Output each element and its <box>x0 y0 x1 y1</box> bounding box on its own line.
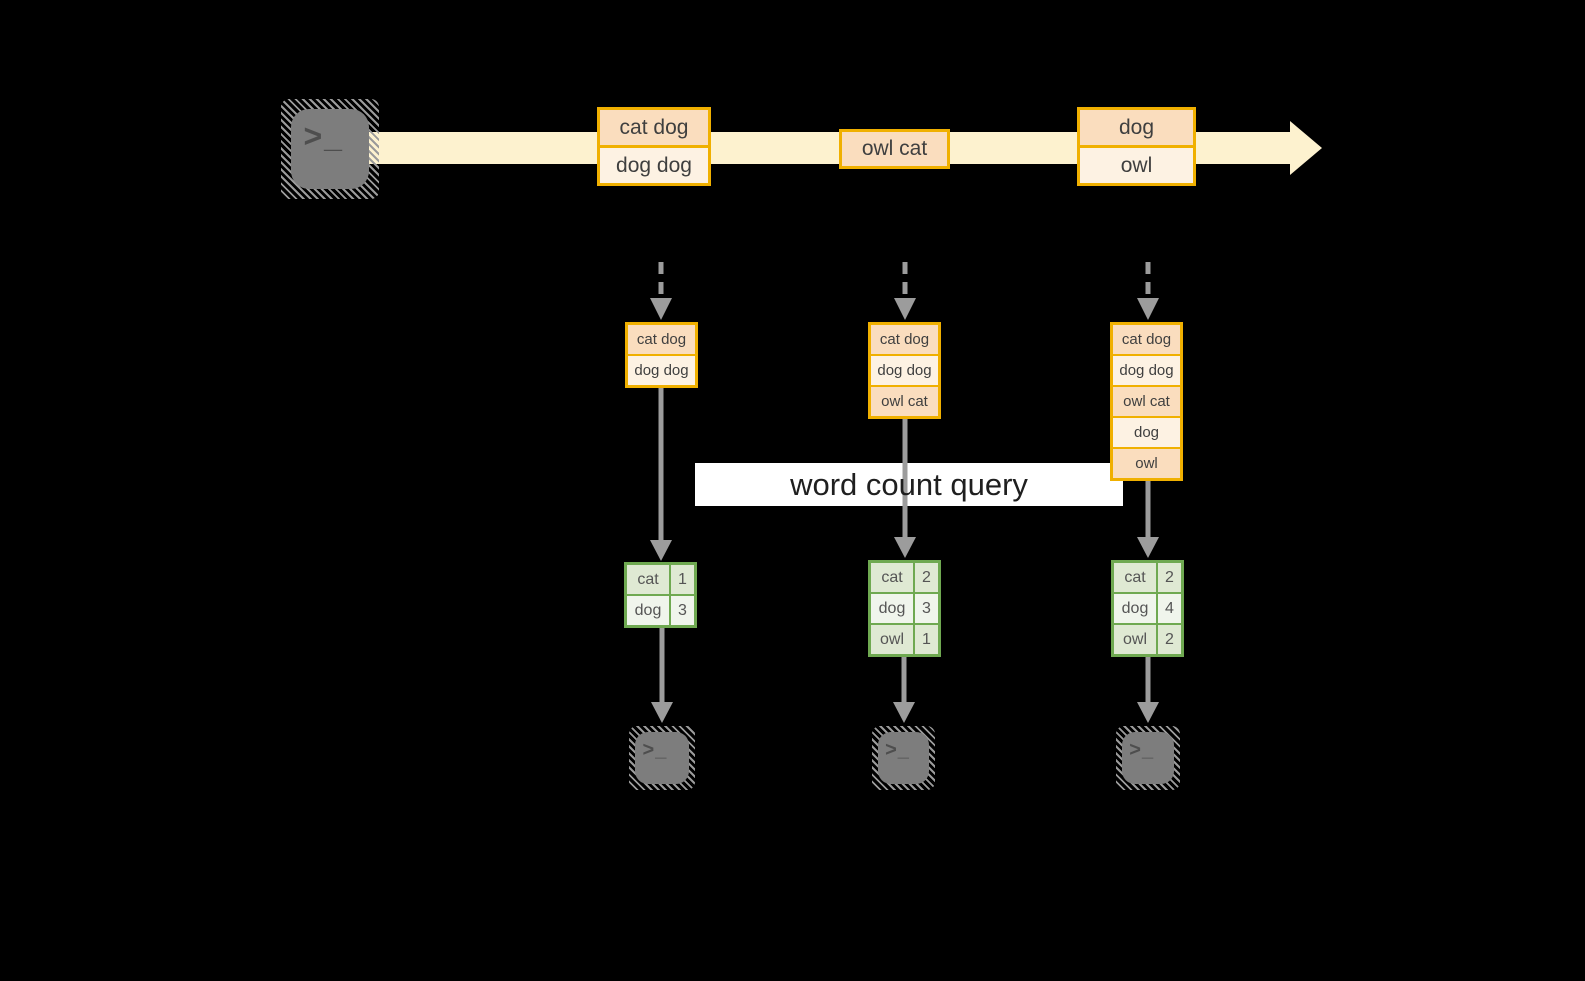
terminal-body: >_ <box>291 109 369 189</box>
input-record: dog <box>1113 416 1180 447</box>
word-count-table-2: cat 2 dog 3 owl 1 <box>868 560 941 657</box>
word-count-table-1: cat 1 dog 3 <box>624 562 697 628</box>
down-arrow <box>651 628 673 723</box>
terminal-source-icon: >_ <box>281 99 379 199</box>
query-label-band <box>695 463 1123 506</box>
stream-record: owl <box>1080 145 1193 183</box>
down-arrow <box>893 657 915 723</box>
word-count-table-3: cat 2 dog 4 owl 2 <box>1111 560 1184 657</box>
terminal-output-icon: >_ <box>872 726 935 790</box>
stream-record: cat dog <box>600 110 708 145</box>
query-label: word count query <box>790 466 1028 502</box>
terminal-output-icon: >_ <box>1116 726 1180 790</box>
count-row: cat 2 <box>871 563 938 592</box>
count-row: cat 1 <box>627 565 694 594</box>
count-row: cat 2 <box>1114 563 1181 592</box>
dashed-down-arrow <box>1137 262 1159 320</box>
terminal-prompt-glyph: >_ <box>1129 739 1155 762</box>
terminal-body: >_ <box>635 732 689 784</box>
input-record: cat dog <box>628 325 695 354</box>
down-arrow <box>1137 479 1159 558</box>
stream-batch-1: cat dog dog dog <box>597 107 711 186</box>
count-row: dog 3 <box>871 594 938 623</box>
stream-timeline-arrow-head <box>1290 121 1322 175</box>
terminal-prompt-glyph: >_ <box>885 739 910 762</box>
stream-record: dog <box>1080 110 1193 145</box>
input-record: cat dog <box>1113 325 1180 354</box>
input-record: dog dog <box>1113 354 1180 385</box>
dashed-down-arrow <box>650 262 672 320</box>
stream-record: owl cat <box>842 132 947 166</box>
count-row: dog 3 <box>627 596 694 625</box>
input-record: dog dog <box>628 354 695 385</box>
count-row: dog 4 <box>1114 594 1181 623</box>
terminal-body: >_ <box>1122 732 1174 784</box>
down-arrow <box>1137 657 1159 723</box>
micro-batch-input-1: cat dog dog dog <box>625 322 698 388</box>
micro-batch-input-2: cat dog dog dog owl cat <box>868 322 941 419</box>
down-arrow <box>650 388 672 561</box>
terminal-output-icon: >_ <box>629 726 695 790</box>
input-record: cat dog <box>871 325 938 354</box>
dashed-down-arrow <box>894 262 916 320</box>
micro-batch-input-3: cat dog dog dog owl cat dog owl <box>1110 322 1183 481</box>
count-row: owl 1 <box>871 625 938 654</box>
input-record: owl <box>1113 447 1180 478</box>
stream-batch-2: owl cat <box>839 129 950 169</box>
terminal-prompt-glyph: >_ <box>303 118 344 155</box>
input-record: owl cat <box>1113 385 1180 416</box>
input-record: owl cat <box>871 385 938 416</box>
terminal-prompt-glyph: >_ <box>642 739 668 762</box>
count-row: owl 2 <box>1114 625 1181 654</box>
stream-batch-3: dog owl <box>1077 107 1196 186</box>
input-record: dog dog <box>871 354 938 385</box>
terminal-body: >_ <box>878 732 929 784</box>
stream-record: dog dog <box>600 145 708 183</box>
